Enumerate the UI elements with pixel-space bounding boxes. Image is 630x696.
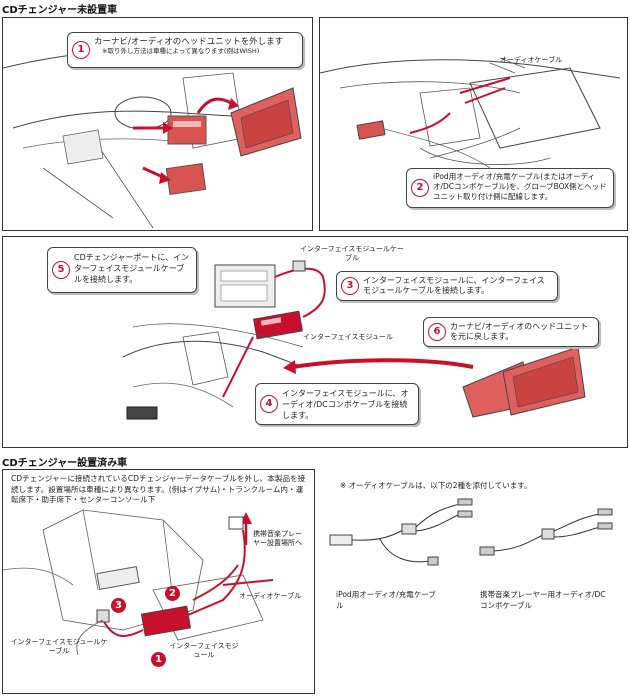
dashboard-illustration bbox=[3, 47, 302, 229]
step4-number: 4 bbox=[260, 395, 278, 413]
step4-callout: 4 インターフェイスモジュールに、オーディオ/DCコンボケーブルを接続します。 bbox=[255, 383, 419, 425]
badge-2: 2 bbox=[165, 586, 180, 601]
step6-number: 6 bbox=[428, 323, 446, 341]
step3-number: 3 bbox=[341, 277, 359, 295]
module-label-2: インターフェイスモジュール bbox=[169, 642, 239, 659]
panel-route-cable: オーディオケーブル 2 iPod用オーディオ/充電ケーブル(またはオーディオ/D… bbox=[319, 17, 628, 231]
section3-title: CDチェンジャー設置済み車 bbox=[2, 458, 128, 469]
step6-text: カーナビ/オーディオのヘッドユニットを元に戻します。 bbox=[450, 322, 589, 341]
player-location-label: 携帯音楽プレーヤー設置場所へ bbox=[253, 530, 302, 547]
cable1-label: iPod用オーディオ/充電ケーブル bbox=[336, 590, 436, 610]
module-label: インターフェイスモジュール bbox=[303, 333, 393, 341]
step1-callout: 1 カーナビ/オーディオのヘッドユニットを外します ※取り外し方法は車種によって… bbox=[67, 32, 303, 68]
module-wiring-illustration bbox=[122, 260, 586, 420]
console-illustration bbox=[3, 509, 274, 656]
audio-cable-label-2: オーディオケーブル bbox=[239, 592, 302, 600]
step2-number: 2 bbox=[411, 179, 429, 197]
step3-text: インターフェイスモジュールに、インターフェイスモジュールケーブルを接続します。 bbox=[363, 276, 545, 295]
badge-1: 1 bbox=[151, 652, 166, 667]
step3-callout: 3 インターフェイスモジュールに、インターフェイスモジュールケーブルを接続します… bbox=[336, 271, 558, 301]
audio-cable-label: オーディオケーブル bbox=[500, 56, 563, 64]
step1-text: カーナビ/オーディオのヘッドユニットを外します bbox=[94, 37, 284, 47]
step1-note: ※取り外し方法は車種によって異なります(例はWISH) bbox=[102, 47, 260, 55]
cable2-label: 携帯音楽プレーヤー用オーディオ/DCコンボケーブル bbox=[480, 590, 606, 610]
panel-connect-module: 5 CDチェンジャーポートに、インターフェイスモジュールケーブルを接続します。 … bbox=[2, 236, 628, 448]
cables-illustration bbox=[329, 498, 613, 566]
cable-accessories-area: ※ オーディオケーブルは、以下の2種を添付しています。 iPod用オーディオ/充… bbox=[320, 469, 628, 694]
cable-note: ※ オーディオケーブルは、以下の2種を添付しています。 bbox=[340, 481, 532, 490]
step1-number: 1 bbox=[72, 41, 90, 59]
step2-text: iPod用オーディオ/充電ケーブル(またはオーディオ/DCコンボケーブル)を、グ… bbox=[433, 172, 607, 201]
step6-callout: 6 カーナビ/オーディオのヘッドユニットを元に戻します。 bbox=[423, 317, 599, 347]
step5-text: CDチェンジャーポートに、インターフェイスモジュールケーブルを接続します。 bbox=[74, 253, 190, 284]
module-cable-label: インターフェイスモジュールケーブル bbox=[300, 245, 404, 262]
section1-title: CDチェンジャー未設置車 bbox=[2, 5, 118, 16]
step5-callout: 5 CDチェンジャーポートに、インターフェイスモジュールケーブルを接続します。 bbox=[47, 247, 197, 293]
panel-existing-changer: CDチェンジャーに接続されているCDチェンジャーデータケーブルを外し、本製品を接… bbox=[2, 469, 315, 694]
glovebox-illustration bbox=[320, 57, 621, 169]
step5-number: 5 bbox=[52, 261, 70, 279]
module-cable-label-2: インターフェイスモジュールケーブル bbox=[10, 638, 108, 655]
panel-remove-head-unit: 1 カーナビ/オーディオのヘッドユニットを外します ※取り外し方法は車種によって… bbox=[2, 17, 313, 231]
section3-intro: CDチェンジャーに接続されているCDチェンジャーデータケーブルを外し、本製品を接… bbox=[11, 474, 306, 504]
badge-3: 3 bbox=[111, 598, 126, 613]
step4-text: インターフェイスモジュールに、オーディオ/DCコンボケーブルを接続します。 bbox=[282, 389, 409, 420]
step2-callout: 2 iPod用オーディオ/充電ケーブル(またはオーディオ/DCコンボケーブル)を… bbox=[406, 168, 614, 208]
